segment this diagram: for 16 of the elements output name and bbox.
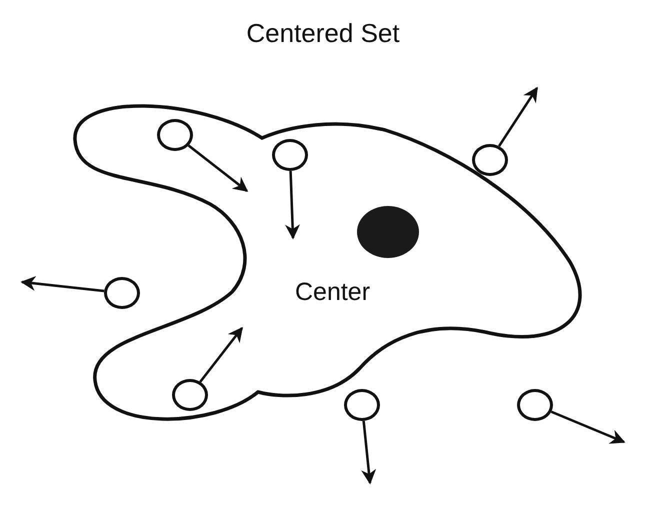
member-circle: [272, 139, 308, 171]
direction-arrow: [199, 326, 243, 383]
member-circle: [517, 389, 553, 421]
member-circle: [472, 144, 508, 176]
direction-arrow: [550, 410, 626, 444]
member-circle: [104, 277, 140, 309]
member-circle: [172, 379, 208, 411]
direction-arrow: [498, 86, 538, 147]
center-label: Center: [295, 278, 370, 307]
member-circle: [344, 389, 380, 421]
direction-arrow: [188, 144, 248, 192]
direction-arrow: [285, 170, 300, 240]
direction-arrow: [20, 276, 104, 292]
direction-arrow: [361, 420, 376, 484]
title: Centered Set: [245, 18, 401, 49]
member-circle: [157, 119, 193, 151]
